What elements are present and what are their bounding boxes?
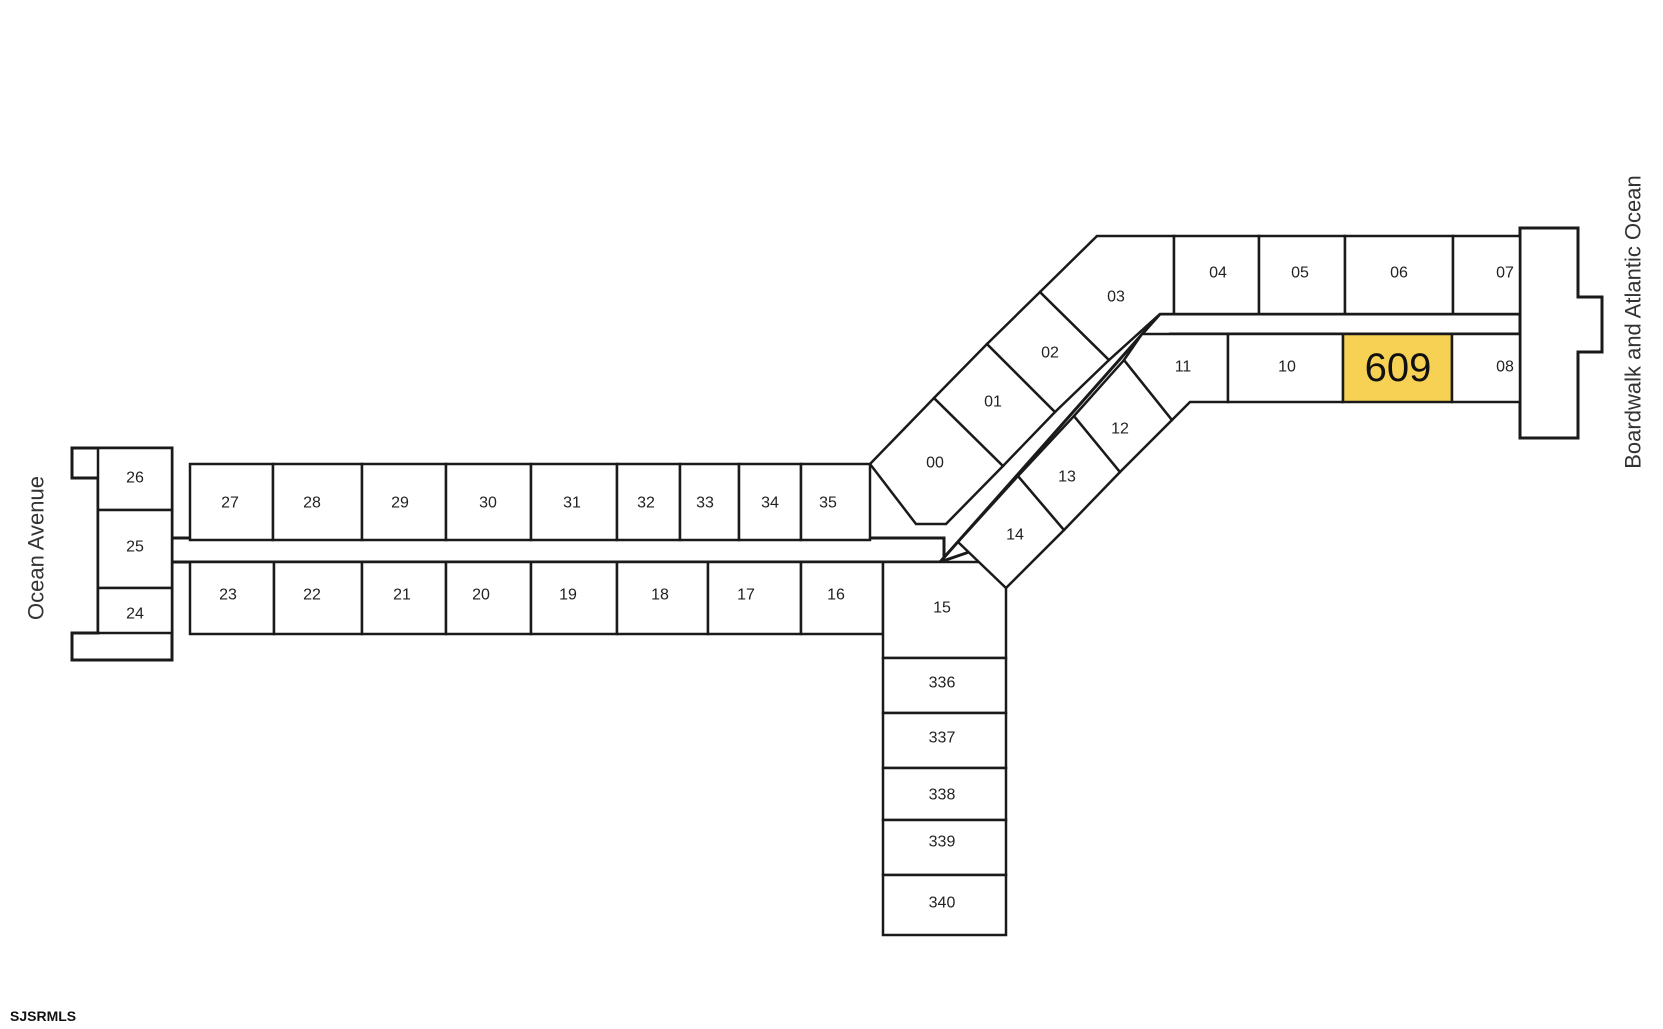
unit-31[interactable] [529, 462, 619, 542]
unit-18[interactable] [615, 560, 710, 636]
unit-06[interactable] [1343, 234, 1455, 316]
label-unit-336: 336 [929, 675, 956, 692]
unit-339[interactable] [881, 818, 1008, 877]
unit-22[interactable] [272, 560, 364, 636]
unit-30[interactable] [444, 462, 533, 542]
label-unit-339: 339 [929, 834, 956, 851]
label-unit-30: 30 [479, 495, 497, 512]
label-unit-12: 12 [1111, 421, 1129, 438]
label-unit-33: 33 [696, 495, 714, 512]
unit-336[interactable] [881, 656, 1008, 715]
label-unit-23: 23 [219, 587, 237, 604]
label-unit-13: 13 [1058, 469, 1076, 486]
label-unit-32: 32 [637, 495, 655, 512]
label-unit-06: 06 [1390, 265, 1408, 282]
label-unit-01: 01 [984, 394, 1002, 411]
mls-watermark: SJSRMLS [10, 1008, 77, 1024]
label-unit-04: 04 [1209, 265, 1227, 282]
unit-labels: 26 25 24 27 28 29 30 31 32 33 34 35 23 2… [126, 265, 1514, 912]
label-unit-24: 24 [126, 606, 144, 623]
label-unit-11: 11 [1175, 359, 1192, 376]
label-unit-14: 14 [1006, 527, 1024, 544]
east-end-wall [1518, 226, 1604, 440]
units [96, 234, 1522, 937]
unit-07[interactable] [1451, 234, 1522, 316]
label-unit-338: 338 [929, 787, 956, 804]
label-unit-05: 05 [1291, 265, 1309, 282]
label-unit-34: 34 [761, 495, 779, 512]
unit-19[interactable] [529, 560, 619, 636]
label-unit-10: 10 [1278, 359, 1296, 376]
label-unit-340: 340 [929, 895, 956, 912]
unit-24[interactable] [96, 586, 174, 635]
label-unit-18: 18 [651, 587, 669, 604]
label-unit-28: 28 [303, 495, 321, 512]
label-unit-16: 16 [827, 587, 845, 604]
unit-17[interactable] [706, 560, 803, 636]
label-unit-20: 20 [472, 587, 490, 604]
label-unit-31: 31 [563, 495, 581, 512]
unit-21[interactable] [360, 560, 448, 636]
label-unit-27: 27 [221, 495, 239, 512]
label-unit-21: 21 [393, 587, 411, 604]
label-unit-26: 26 [126, 470, 144, 487]
label-unit-25: 25 [126, 539, 144, 556]
unit-00[interactable] [868, 396, 1005, 526]
label-unit-22: 22 [303, 587, 321, 604]
unit-20[interactable] [444, 560, 533, 636]
label-unit-15: 15 [933, 600, 951, 617]
unit-04[interactable] [1172, 234, 1261, 316]
unit-35[interactable] [799, 462, 872, 542]
unit-338[interactable] [881, 766, 1008, 822]
label-unit-337: 337 [929, 730, 956, 747]
unit-337[interactable] [881, 711, 1008, 770]
label-unit-17: 17 [737, 587, 755, 604]
label-unit-29: 29 [391, 495, 409, 512]
label-unit-35: 35 [819, 495, 837, 512]
unit-34[interactable] [737, 462, 803, 542]
unit-23[interactable] [188, 560, 276, 636]
unit-609[interactable] [1341, 332, 1454, 404]
label-unit-00: 00 [926, 455, 944, 472]
label-unit-07: 07 [1496, 265, 1514, 282]
east-street-label: Boardwalk and Atlantic Ocean [1621, 175, 1646, 469]
unit-32[interactable] [615, 462, 682, 542]
west-wing-corridor [170, 536, 946, 564]
label-unit-03: 03 [1107, 289, 1125, 306]
label-unit-02: 02 [1041, 345, 1059, 362]
label-unit-19: 19 [559, 587, 577, 604]
west-street-label: Ocean Avenue [24, 476, 49, 620]
label-unit-609: 609 [1365, 346, 1432, 390]
unit-340[interactable] [881, 873, 1008, 937]
label-unit-08: 08 [1496, 359, 1514, 376]
unit-08[interactable] [1450, 332, 1522, 404]
